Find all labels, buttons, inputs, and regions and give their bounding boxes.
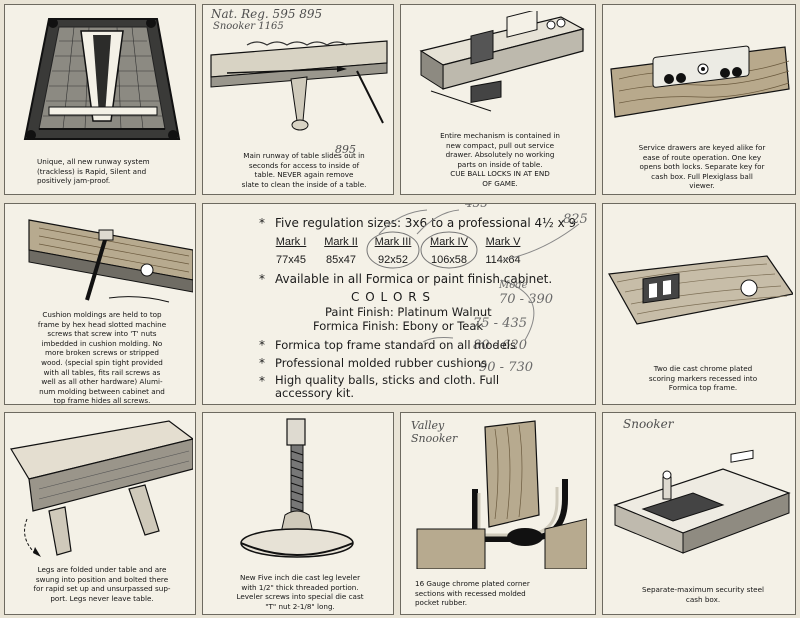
bullet-formica: * xyxy=(259,338,265,352)
handwritten-snooker: Snooker xyxy=(623,417,674,431)
runway-illustration xyxy=(19,11,184,151)
mark-2-name: Mark II xyxy=(324,236,358,248)
sizes-line: Five regulation sizes: 3x6 to a professi… xyxy=(275,216,577,230)
handwritten-circles xyxy=(366,209,580,343)
bullet-text-formica: Formica top frame standard on all models xyxy=(275,338,516,352)
handwritten-snooker-price: Snooker 1165 xyxy=(213,21,284,32)
caption-cushion: Cushion moldings are held to top frame b… xyxy=(37,310,167,405)
handwritten-valley-snooker: Valley Snooker xyxy=(411,419,458,445)
panel-slide: Nat. Reg. 595 895 Snooker 1165 895 Main … xyxy=(202,4,394,195)
caption-legs: Legs are folded under table and are swun… xyxy=(33,565,171,603)
colors-title: C O L O R S xyxy=(351,290,431,304)
caption-scoring: Two die cast chrome plated scoring marke… xyxy=(648,364,758,393)
corner-illustration xyxy=(415,419,587,569)
caption-drawers: Service drawers are keyed alike for ease… xyxy=(638,143,766,191)
handwritten-range-4: 90 - 730 xyxy=(479,360,534,375)
bullet-available: * xyxy=(259,272,265,286)
handwritten-price-mid: 895 xyxy=(335,143,356,156)
caption-corner: 16 Gauge chrome plated corner sections w… xyxy=(415,579,530,608)
handwritten-prices: Nat. Reg. 595 895 xyxy=(211,7,323,21)
handwritten-mode: Mode xyxy=(499,280,528,291)
panel-cushion: Cushion moldings are held to top frame b… xyxy=(4,203,196,405)
bullet-sizes: * xyxy=(259,216,265,230)
mark-4-size: 106x58 xyxy=(430,254,468,266)
mark-3-size: 92x52 xyxy=(378,254,408,266)
paint-finish: Paint Finish: Platinum Walnut xyxy=(325,305,492,319)
handwritten-range-3: 80 - 620 xyxy=(473,338,528,353)
drawers-illustration xyxy=(609,39,791,125)
caption-leveler: New Five inch die cast leg leveler with … xyxy=(236,573,364,611)
mark-2-size: 85x47 xyxy=(326,254,356,266)
handwritten-range-1: 70 - 390 xyxy=(499,292,554,307)
cashbox-illustration xyxy=(613,449,791,559)
caption-cashbox: Separate-maximum security steel cash box… xyxy=(641,585,765,604)
panel-center-specs: * Five regulation sizes: 3x6 to a profes… xyxy=(202,203,596,405)
leveler-illustration xyxy=(223,417,373,567)
handwritten-range-2: 75 - 435 xyxy=(473,316,528,331)
handwritten-435: 435 xyxy=(465,203,488,210)
panel-corner: Valley Snooker 16 Gauge chrome plated co… xyxy=(400,412,596,615)
caption-slide: Main runway of table slides out in secon… xyxy=(241,151,367,189)
panel-runway: Unique, all new runway system (trackless… xyxy=(4,4,196,195)
slide-illustration xyxy=(207,33,391,143)
formica-finish: Formica Finish: Ebony or Teak xyxy=(313,319,484,333)
mark-4-name: Mark IV xyxy=(430,236,468,248)
cushion-illustration xyxy=(9,210,193,306)
bullet-text-rubber: Professional molded rubber cushions xyxy=(275,356,488,370)
caption-mechanism: Entire mechanism is contained in new com… xyxy=(440,131,560,188)
bullet-accessories: * xyxy=(259,374,265,388)
handwritten-825: 825 xyxy=(563,212,588,227)
legs-illustration xyxy=(9,419,193,559)
mark-1-name: Mark I xyxy=(275,236,307,248)
bullet-rubber: * xyxy=(259,356,265,370)
mark-3-name: Mark III xyxy=(374,236,412,248)
panel-scoring: Two die cast chrome plated scoring marke… xyxy=(602,203,796,405)
panel-mechanism: Entire mechanism is contained in new com… xyxy=(400,4,596,195)
mechanism-illustration xyxy=(411,11,589,123)
panel-cashbox: Snooker Separate-maximum security steel … xyxy=(602,412,796,615)
scoring-illustration xyxy=(607,254,793,344)
mark-5-name: Mark V xyxy=(485,236,521,248)
caption-runway: Unique, all new runway system (trackless… xyxy=(37,157,150,186)
handwritten-445: 445 xyxy=(449,204,474,205)
bullet-text-accessories: High quality balls, sticks and cloth. Fu… xyxy=(275,373,500,400)
available-line: Available in all Formica or paint finish… xyxy=(275,272,553,286)
panel-drawers: Service drawers are keyed alike for ease… xyxy=(602,4,796,195)
panel-legs: Legs are folded under table and are swun… xyxy=(4,412,196,615)
panel-leveler: New Five inch die cast leg leveler with … xyxy=(202,412,394,615)
mark-1-size: 77x45 xyxy=(276,254,306,266)
